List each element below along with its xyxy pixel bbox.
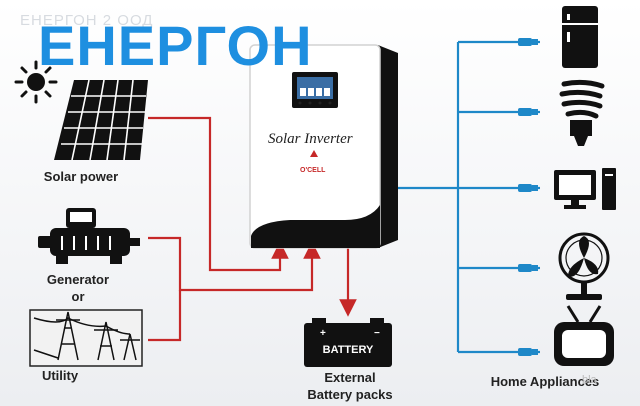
output-wires — [398, 40, 540, 354]
battery-label: BATTERY — [322, 344, 374, 356]
fan-icon — [558, 232, 610, 300]
svg-text:−: − — [374, 328, 380, 339]
or-label: or — [71, 289, 85, 304]
utility-pylons-icon — [29, 309, 143, 367]
battery-caption-line2: Battery packs — [307, 387, 393, 402]
inverter-title: Solar Inverter — [268, 131, 353, 147]
cfl-bulb-icon — [559, 79, 605, 146]
solar-power-label: Solar power — [43, 169, 119, 184]
svg-text:+: + — [320, 328, 326, 339]
utility-wire — [148, 290, 182, 342]
inverter-unit — [249, 44, 398, 249]
battery-caption-line1: External — [324, 370, 376, 385]
television-icon — [554, 305, 614, 366]
plug-icons — [518, 38, 538, 356]
utility-label: Utility — [41, 368, 79, 383]
inverter-maker: O'CELL — [300, 167, 326, 174]
computer-icon — [554, 168, 616, 210]
solar-wire — [148, 116, 289, 272]
battery-icon: + − — [304, 318, 392, 367]
source-wires — [148, 116, 357, 342]
watermark-text: ЕНЕРГОН 2 ООД — [20, 12, 154, 29]
home-appliances-label: Home Appliances — [490, 374, 600, 389]
bottom-watermark: bla — [582, 374, 597, 386]
brand-logo: ЕНЕРГОН — [38, 14, 313, 77]
generator-icon — [38, 208, 140, 264]
solar-panel-icon — [54, 79, 148, 161]
sun-icon — [14, 60, 58, 104]
refrigerator-icon — [562, 6, 598, 68]
generator-label: Generator — [46, 272, 110, 287]
